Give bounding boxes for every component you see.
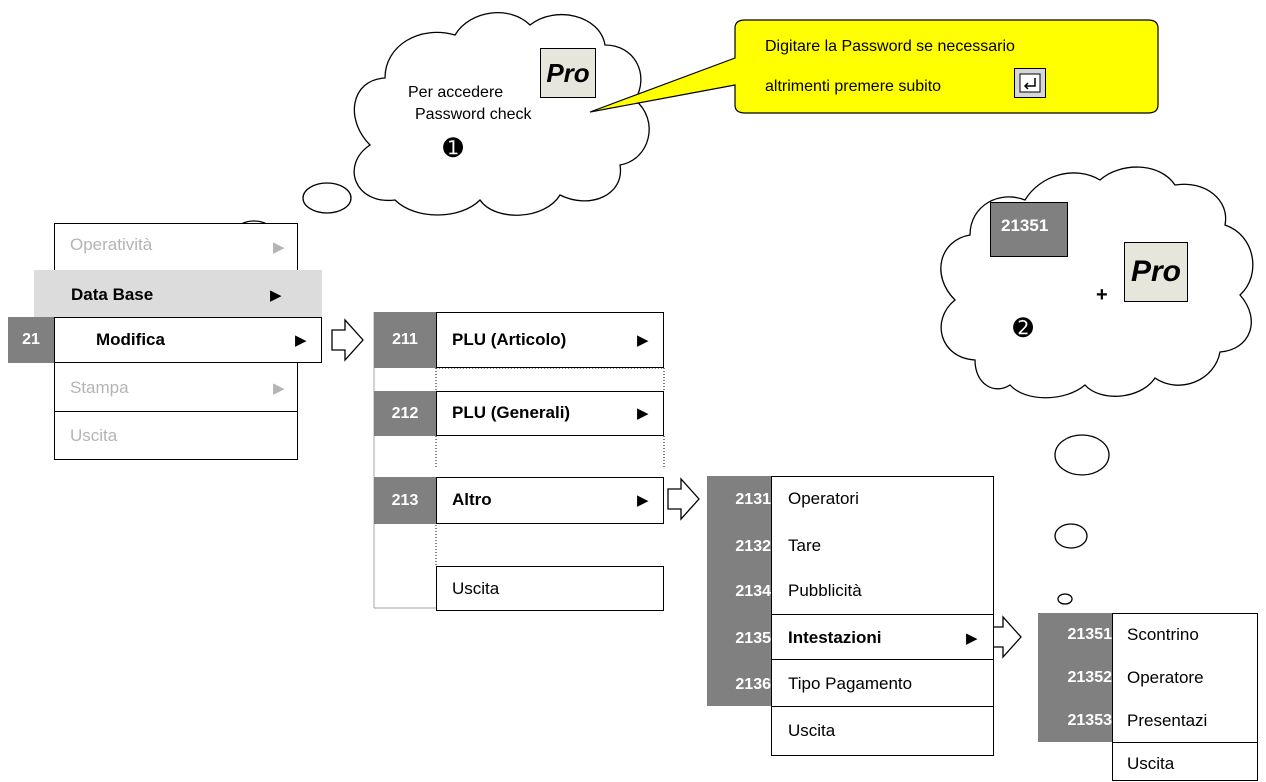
menu2-code: 212 (374, 391, 436, 436)
callout-line-1: Digitare la Password se necessario (765, 38, 1015, 55)
plus-sign: + (1096, 284, 1108, 306)
callout-line-2: altrimenti premere subito (765, 78, 942, 95)
submenu-arrow-icon: ▶ (273, 380, 285, 397)
cloud2-code: 21351 (990, 202, 1068, 257)
menu1-item-operativita[interactable] (54, 223, 298, 270)
menu4-label-scontrino[interactable]: Scontrino (1127, 625, 1199, 644)
menu2-item-altro[interactable] (436, 477, 664, 524)
pro-key-icon: Pro (1124, 242, 1188, 302)
connector-arrow-icon (989, 615, 1022, 659)
menu2-label-uscita: Uscita (452, 579, 500, 598)
menu1-code-modifica: 21 (8, 317, 54, 363)
menu3-code-column (707, 476, 771, 706)
menu1-label-stampa: Stampa (70, 378, 129, 397)
menu3-label-operatori[interactable]: Operatori (788, 489, 859, 508)
menu4-code: 21351 (1067, 626, 1113, 643)
step-2-icon: ➋ (1013, 315, 1034, 342)
menu1-item-stampa[interactable] (54, 363, 298, 411)
submenu-arrow-icon: ▶ (270, 287, 282, 304)
menu3-label-tipo-pagamento[interactable]: Tipo Pagamento (788, 674, 913, 693)
menu4-label-presentazi[interactable]: Presentazi (1127, 711, 1208, 730)
menu1-label-operativita: Operatività (70, 235, 153, 254)
menu4-item-uscita[interactable] (1112, 742, 1258, 781)
connector-arrow-icon (667, 477, 700, 521)
menu3-label-pubblicita[interactable]: Pubblicità (788, 581, 862, 600)
menu2-code: 213 (374, 477, 436, 524)
cloud1-text-2: Password check (415, 106, 532, 123)
menu4-label-uscita: Uscita (1127, 754, 1175, 773)
menu3-label-tare[interactable]: Tare (788, 536, 822, 555)
menu1-item-uscita[interactable] (54, 411, 298, 460)
menu3-code: 2134 (735, 583, 771, 600)
menu2-label: PLU (Generali) (452, 403, 571, 422)
step-1-icon: ➊ (443, 135, 464, 162)
thought-bubble (1054, 523, 1088, 549)
submenu-arrow-icon: ▶ (273, 239, 285, 256)
menu1-item-database[interactable] (34, 270, 322, 317)
connector-arrow-icon (331, 318, 364, 362)
submenu-arrow-icon: ▶ (966, 630, 978, 647)
cloud1-text-1: Per accedere (408, 84, 504, 101)
menu1-item-modifica[interactable] (54, 317, 322, 363)
menu4-code: 21352 (1067, 669, 1113, 686)
menu2-label: Altro (452, 490, 492, 509)
menu3-item-intestazioni[interactable] (771, 614, 994, 660)
enter-key-icon (1014, 68, 1046, 98)
submenu-arrow-icon: ▶ (637, 492, 649, 509)
menu3-code: 2135 (735, 630, 771, 647)
menu4-code: 21353 (1067, 712, 1113, 729)
submenu-arrow-icon: ▶ (295, 332, 307, 349)
menu2-label: PLU (Articolo) (452, 330, 567, 349)
menu3-label-intestazioni: Intestazioni (788, 628, 882, 647)
thought-bubble (1057, 593, 1073, 605)
menu2-item-uscita[interactable] (436, 566, 664, 611)
thought-bubble (302, 182, 352, 214)
menu2-item-plu-generali[interactable] (436, 391, 664, 436)
submenu-arrow-icon: ▶ (637, 405, 649, 422)
pro-key-icon: Pro (540, 48, 596, 98)
menu1-label-database: Data Base (71, 285, 154, 304)
menu4-label-operatore[interactable]: Operatore (1127, 668, 1204, 687)
menu2-item-plu-articolo[interactable] (436, 312, 664, 368)
thought-bubble (1054, 434, 1110, 476)
menu3-item-uscita[interactable] (771, 706, 994, 756)
submenu-arrow-icon: ▶ (637, 332, 649, 349)
menu1-label-modifica: Modifica (96, 330, 165, 349)
menu3-code: 2132 (735, 538, 771, 555)
menu3-code: 2136 (735, 676, 771, 693)
menu2-code: 211 (374, 312, 436, 368)
menu3-label-uscita: Uscita (788, 721, 836, 740)
callout-shape (589, 19, 1159, 114)
menu4-code-column (1038, 613, 1112, 742)
menu1-label-uscita: Uscita (70, 426, 118, 445)
menu3-code: 2131 (735, 491, 771, 508)
thought-cloud-2 (940, 166, 1254, 399)
